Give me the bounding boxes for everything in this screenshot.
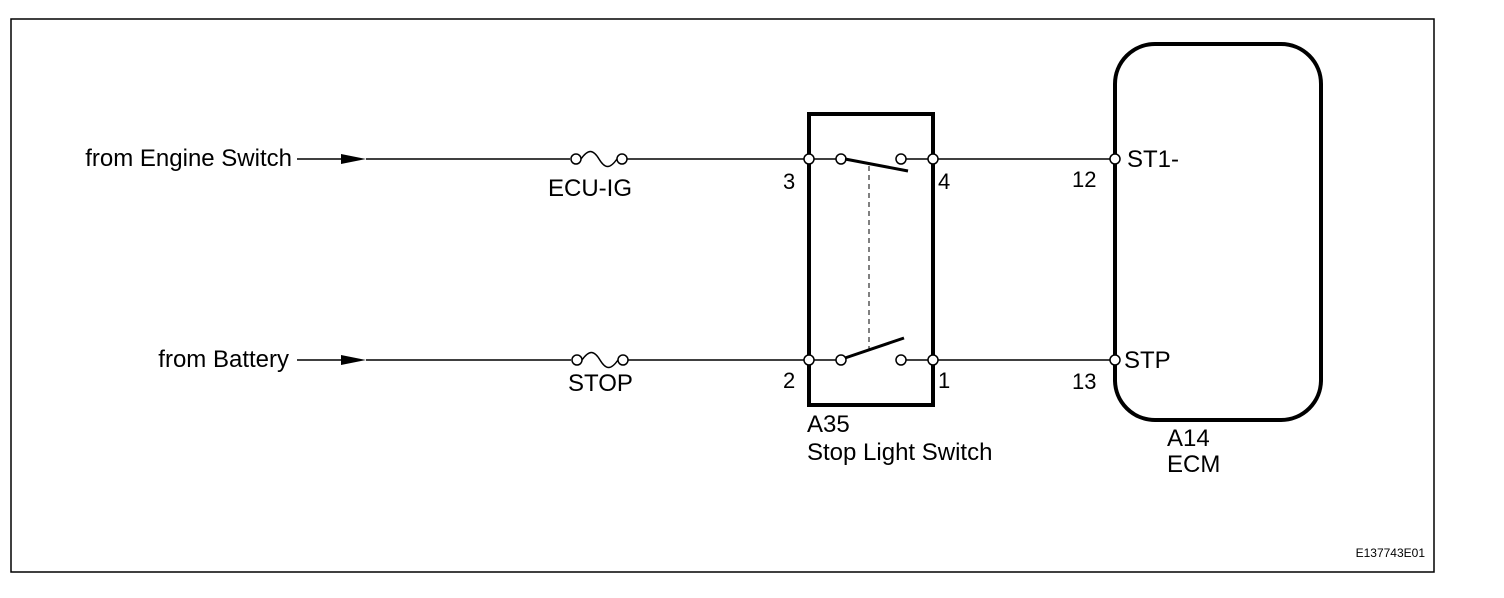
ecm-name-label: ECM	[1167, 451, 1220, 478]
switch-pin-1-terminal	[927, 354, 939, 366]
ecm-code-label: A14	[1167, 425, 1210, 452]
switch-pin-1-label: 1	[938, 368, 950, 393]
stop-light-switch-box	[807, 112, 935, 407]
fuse-stop-symbol	[571, 351, 629, 369]
switch-bottom-contact-right	[895, 354, 907, 366]
switch-pin-3-label: 3	[783, 169, 795, 194]
switch-top-contact-left	[835, 153, 847, 165]
switch-top-contact-right	[895, 153, 907, 165]
battery-arrow	[341, 355, 366, 365]
fuse-stop-label: STOP	[568, 370, 633, 397]
input-battery-label: from Battery	[158, 346, 289, 373]
engine-switch-arrow	[341, 154, 366, 164]
switch-pin-2-label: 2	[783, 368, 795, 393]
switch-pin-4-terminal	[927, 153, 939, 165]
ecm-pin-12-label: 12	[1072, 167, 1096, 192]
ecm-signal-st1-label: ST1-	[1127, 146, 1179, 173]
ecm-pin-13-label: 13	[1072, 369, 1096, 394]
fuse-ecu-ig-symbol	[570, 150, 628, 168]
ecm-pin-13-terminal	[1109, 354, 1121, 366]
diagram-frame	[10, 18, 1435, 573]
switch-code-label: A35	[807, 411, 850, 438]
switch-name-label: Stop Light Switch	[807, 439, 992, 466]
fuse-ecu-ig-label: ECU-IG	[548, 175, 632, 202]
switch-bottom-blade	[844, 336, 905, 360]
figure-id: E137743E01	[1356, 546, 1426, 560]
ecm-pin-12-terminal	[1109, 153, 1121, 165]
ecm-box	[1113, 42, 1323, 422]
switch-pin-4-label: 4	[938, 169, 950, 194]
switch-pin-2-terminal	[803, 354, 815, 366]
ecm-signal-stp-label: STP	[1124, 347, 1171, 374]
switch-bottom-contact-left	[835, 354, 847, 366]
switch-top-blade	[844, 157, 909, 173]
input-engine-switch-label: from Engine Switch	[85, 145, 292, 172]
switch-pin-3-terminal	[803, 153, 815, 165]
